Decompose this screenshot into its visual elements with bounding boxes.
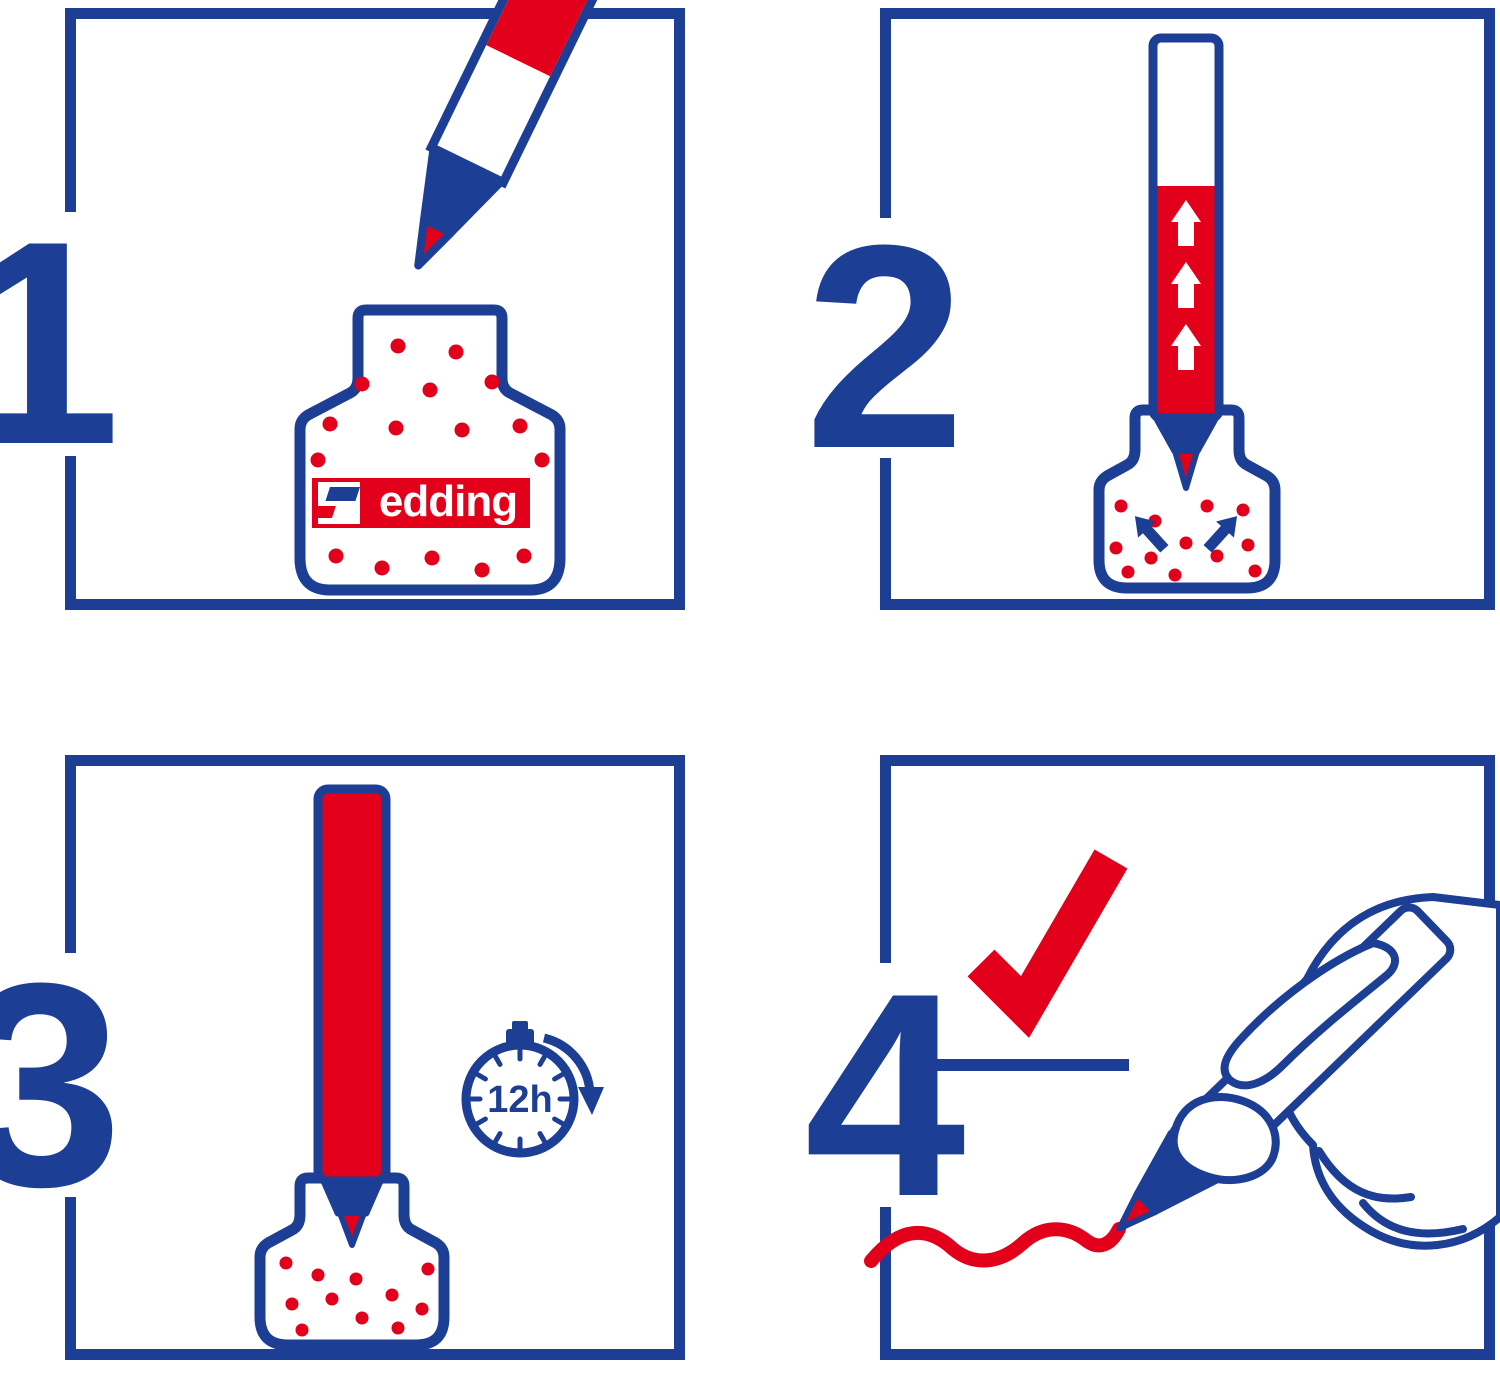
step-4-number: 4 <box>804 933 967 1257</box>
wait-duration-label: 12h <box>487 1079 552 1121</box>
ink-dot <box>355 1311 369 1325</box>
intake-arrows <box>1134 516 1238 553</box>
ink-dot <box>310 452 326 468</box>
ink-dot <box>421 1262 435 1276</box>
ink-bottle-outline <box>1093 404 1281 594</box>
ink-dot <box>424 550 440 566</box>
marker-barrel <box>425 0 673 189</box>
ink-bottle <box>254 1172 450 1351</box>
ink-dot <box>448 344 464 360</box>
marker-cone <box>320 1177 384 1217</box>
ink-dot <box>474 562 490 578</box>
edding-logo: edding <box>312 477 530 528</box>
ink-dot <box>1210 549 1224 563</box>
curled-finger-line <box>1359 1199 1467 1238</box>
ink-dots <box>279 1256 435 1337</box>
ink-bottle-outline <box>254 1172 450 1351</box>
edding-logo-mark-red <box>313 506 336 518</box>
ink-dot <box>422 382 438 398</box>
check-mark <box>967 849 1128 1038</box>
marker-nib <box>337 1210 367 1248</box>
stopwatch-crown <box>512 1021 528 1031</box>
ink-dot <box>1144 551 1158 565</box>
up-arrow-icon <box>1171 262 1201 308</box>
panel-step-3: 3 <box>0 755 685 1360</box>
stopwatch-icon: 12h <box>461 1021 604 1158</box>
ink-dot <box>1179 536 1193 550</box>
ink-dot <box>534 452 550 468</box>
ink-dot <box>385 1288 399 1302</box>
ink-dot <box>390 338 406 354</box>
ink-bottle-outline <box>294 304 566 596</box>
panel-step-1: 1 <box>0 0 685 610</box>
ink-dot <box>454 422 470 438</box>
ink-dot <box>1114 499 1128 513</box>
ink-dots <box>1109 499 1262 582</box>
index-finger <box>1220 939 1399 1090</box>
drawn-red-stroke <box>864 1222 1126 1268</box>
ink-dot <box>349 1272 363 1286</box>
ink-dot <box>311 1268 325 1282</box>
ink-dot <box>328 548 344 564</box>
clockwise-arrow <box>542 1033 595 1094</box>
stopwatch-ticks <box>468 1047 572 1151</box>
ink-bottle <box>1093 404 1281 594</box>
ink-dot <box>512 418 528 434</box>
thumb <box>1169 1093 1280 1185</box>
writing-hand <box>1116 893 1500 1250</box>
panel-step-2: 2 <box>804 8 1495 610</box>
step-2-number: 2 <box>804 185 965 509</box>
marker-pen <box>414 0 673 270</box>
step-3-number: 3 <box>0 923 123 1247</box>
up-arrow-icon <box>1171 200 1201 246</box>
marker-ink-band <box>486 0 589 77</box>
ink-dot <box>484 374 500 390</box>
ink-dot <box>374 560 390 576</box>
ink-dot <box>285 1297 299 1311</box>
panel-4-number-gap <box>869 963 903 1207</box>
step-1-number: 1 <box>0 181 121 505</box>
panel-2-number-gap <box>869 218 903 458</box>
up-arrow-icon <box>1171 324 1201 370</box>
panel-step-4: 4 <box>804 755 1500 1360</box>
marker-pen <box>1148 33 1224 491</box>
ink-dot <box>322 416 338 432</box>
ink-dot <box>1236 503 1250 517</box>
ink-dot <box>516 548 532 564</box>
marker-barrel-full <box>313 784 391 1186</box>
intake-arrow-left <box>1134 516 1169 553</box>
ink-bottle: edding <box>294 304 566 596</box>
ink-dot <box>1121 565 1135 579</box>
ink-dot <box>295 1323 309 1337</box>
ink-dot <box>415 1302 429 1316</box>
marker-nib <box>1172 448 1200 491</box>
edding-logo-mark-blue <box>325 487 360 501</box>
ink-dot <box>354 376 370 392</box>
marker-pen <box>313 784 391 1248</box>
ink-dot <box>388 420 404 436</box>
panel-1-number-gap <box>54 212 88 456</box>
intake-arrow-right <box>1203 516 1238 553</box>
ink-dot <box>1200 499 1214 513</box>
ink-rise-arrows <box>1171 200 1201 370</box>
ink-dot <box>1248 564 1262 578</box>
curled-finger-line <box>1315 1147 1415 1203</box>
clockwise-arrow-head <box>578 1087 604 1115</box>
panel-3-number-gap <box>54 953 88 1197</box>
ink-dots <box>310 338 550 578</box>
ink-dot <box>391 1321 405 1335</box>
ink-dot <box>279 1256 293 1270</box>
stopwatch-face <box>461 1040 579 1158</box>
ink-dot <box>1109 541 1123 555</box>
ink-dot <box>325 1292 339 1306</box>
edding-logo-text: edding <box>379 477 517 526</box>
ink-dot <box>1241 538 1255 552</box>
ink-dot <box>1168 568 1182 582</box>
